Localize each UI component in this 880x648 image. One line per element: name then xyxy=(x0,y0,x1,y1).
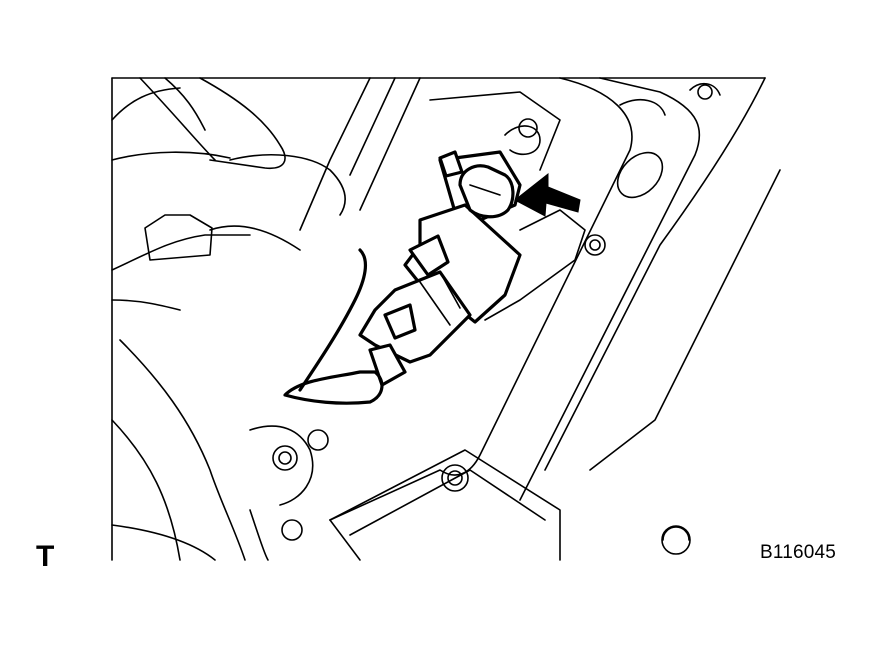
figure-id: B116045 xyxy=(760,542,837,563)
corner-label: T xyxy=(36,540,55,573)
mounting-nut xyxy=(438,150,515,219)
bracket-panel xyxy=(329,77,781,561)
arrow-left-icon xyxy=(514,172,581,217)
engine-housing xyxy=(111,77,766,561)
